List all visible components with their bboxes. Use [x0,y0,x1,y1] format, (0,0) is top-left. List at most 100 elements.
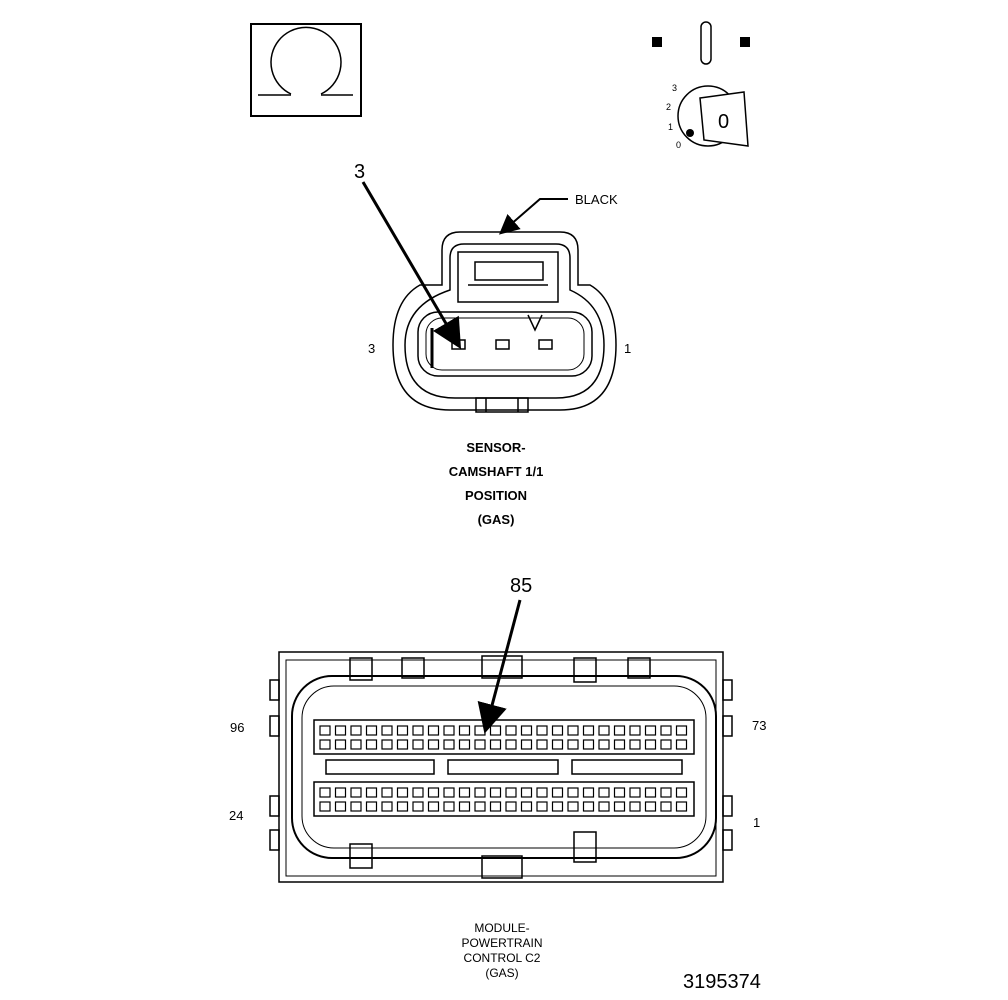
pin-cavity [319,787,331,798]
pin-cavity [458,725,471,736]
pin-cavity [365,725,378,736]
pin-cavity [644,787,657,798]
pin-cavity [629,801,641,812]
pin-cavity [536,725,548,736]
pin-cavity [505,801,517,812]
pin-cavity [582,739,595,750]
pin-cavity [582,801,595,812]
connector-color-label: BLACK [575,192,618,207]
pin-cavity [458,801,471,812]
pin-cavity [443,725,455,736]
pin-cavity [474,787,486,798]
pin-cavity [660,787,672,798]
pin-cavity [567,787,579,798]
callout-leader-85 [477,599,522,734]
pin-cavity [598,787,610,798]
pcm-c2-connector [269,651,733,883]
pin-cavity [458,787,471,798]
key-pos-1: 1 [668,122,673,132]
connector1-title-line3: POSITION [465,488,527,503]
pin-cavity [474,739,486,750]
callout-leader-3 [361,181,462,350]
pin-cavity [644,725,657,736]
pin-cavity [660,725,672,736]
pin-cavity [644,739,657,750]
ignition-key-icon: 3 2 1 0 0 [652,21,750,150]
pin-cavity [551,725,564,736]
pin-cavity [613,725,626,736]
connector2-title: MODULE- POWERTRAIN CONTROL C2 (GAS) [461,921,542,980]
pin-cavity [505,739,517,750]
pin-cavity [520,801,533,812]
pin-cavity [551,801,564,812]
pin-label-1: 1 [624,341,631,356]
pin-cavity [381,787,393,798]
callout-85: 85 [510,575,532,597]
connector1-title-line4: (GAS) [478,512,515,527]
connector2-title-line3: CONTROL C2 [464,951,541,965]
pin-cavity [443,801,455,812]
black-leader [498,198,568,235]
pin-cavity [412,725,424,736]
pin-cavity [365,787,378,798]
pin-cavity [427,739,440,750]
key-pos-2: 2 [666,102,671,112]
pin-cavity [598,801,610,812]
pin-cavity [675,725,688,736]
pcm-c2-pin-grid [319,725,688,812]
pin-cavity [427,801,440,812]
pin-cavity [350,787,362,798]
pin-cavity [520,787,533,798]
camshaft-sensor-connector [392,231,617,413]
pin-cavity [350,801,362,812]
pin-label-1-pcm: 1 [753,815,760,830]
pin-cavity [536,801,548,812]
pin-cavity [536,739,548,750]
pin-cavity [396,801,409,812]
connector1-title: SENSOR- CAMSHAFT 1/1 POSITION (GAS) [449,440,544,527]
key-label: 0 [718,111,729,133]
pin-label-96: 96 [230,720,244,735]
pin-cavity [675,739,688,750]
pin-cavity [567,725,579,736]
pin-cavity [319,739,331,750]
pin-cavity [505,787,517,798]
pin-cavity [675,787,688,798]
pin-cavity [427,787,440,798]
pin-cavity [582,787,595,798]
key-pos-3: 3 [672,83,677,93]
pin-cavity [629,725,641,736]
pin-cavity [474,725,486,736]
pin-cavity [567,801,579,812]
connector2-title-line4: (GAS) [485,966,518,980]
pin-cavity [334,801,347,812]
pin-cavity [334,739,347,750]
pin-cavity [365,801,378,812]
pin-cavity [365,739,378,750]
pin-cavity [520,725,533,736]
pin-cavity [474,801,486,812]
pin-cavity [334,725,347,736]
pin-cavity [551,787,564,798]
connector1-title-line2: CAMSHAFT 1/1 [449,464,544,479]
connector2-title-line2: POWERTRAIN [461,936,542,950]
pin-cavity [458,739,471,750]
pin-label-73: 73 [752,718,766,733]
pin-cavity [381,801,393,812]
pin-cavity [660,801,672,812]
pin-cavity [582,725,595,736]
pin-cavity [350,739,362,750]
figure-number: 3195374 [683,971,761,993]
pin-cavity [536,787,548,798]
pin-cavity [505,725,517,736]
pin-cavity [396,787,409,798]
pin-label-24: 24 [229,808,243,823]
pin-cavity [567,739,579,750]
pin-cavity [381,739,393,750]
pin-cavity [319,801,331,812]
pin-cavity [350,725,362,736]
pin-cavity [412,801,424,812]
omega-icon [250,23,362,117]
pin-cavity [551,739,564,750]
